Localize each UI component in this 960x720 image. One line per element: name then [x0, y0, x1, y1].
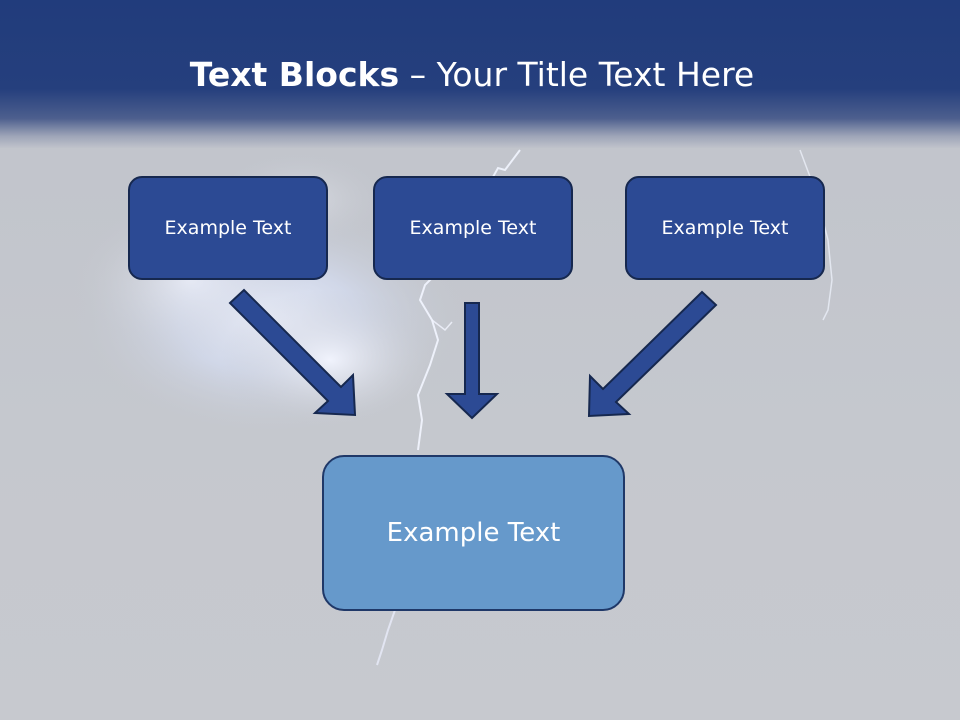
text-block-3[interactable]: Example Text [625, 176, 825, 280]
text-block-2[interactable]: Example Text [373, 176, 573, 280]
title-bar [0, 0, 960, 148]
text-block-1-label: Example Text [164, 217, 292, 239]
text-block-3-label: Example Text [661, 217, 789, 239]
arrow-right-diagonal[interactable] [587, 290, 718, 418]
slide-title: Text Blocks – Your Title Text Here [0, 52, 944, 98]
title-separator: – [399, 55, 437, 94]
text-block-2-label: Example Text [409, 217, 537, 239]
title-bold-text: Text Blocks [189, 55, 400, 94]
text-block-1[interactable]: Example Text [128, 176, 328, 280]
title-regular-text: Your Title Text Here [436, 55, 755, 94]
arrow-left-diagonal[interactable] [228, 288, 357, 417]
main-text-block-label: Example Text [386, 518, 561, 548]
main-text-block[interactable]: Example Text [322, 455, 625, 611]
arrow-center-down[interactable] [444, 302, 500, 420]
